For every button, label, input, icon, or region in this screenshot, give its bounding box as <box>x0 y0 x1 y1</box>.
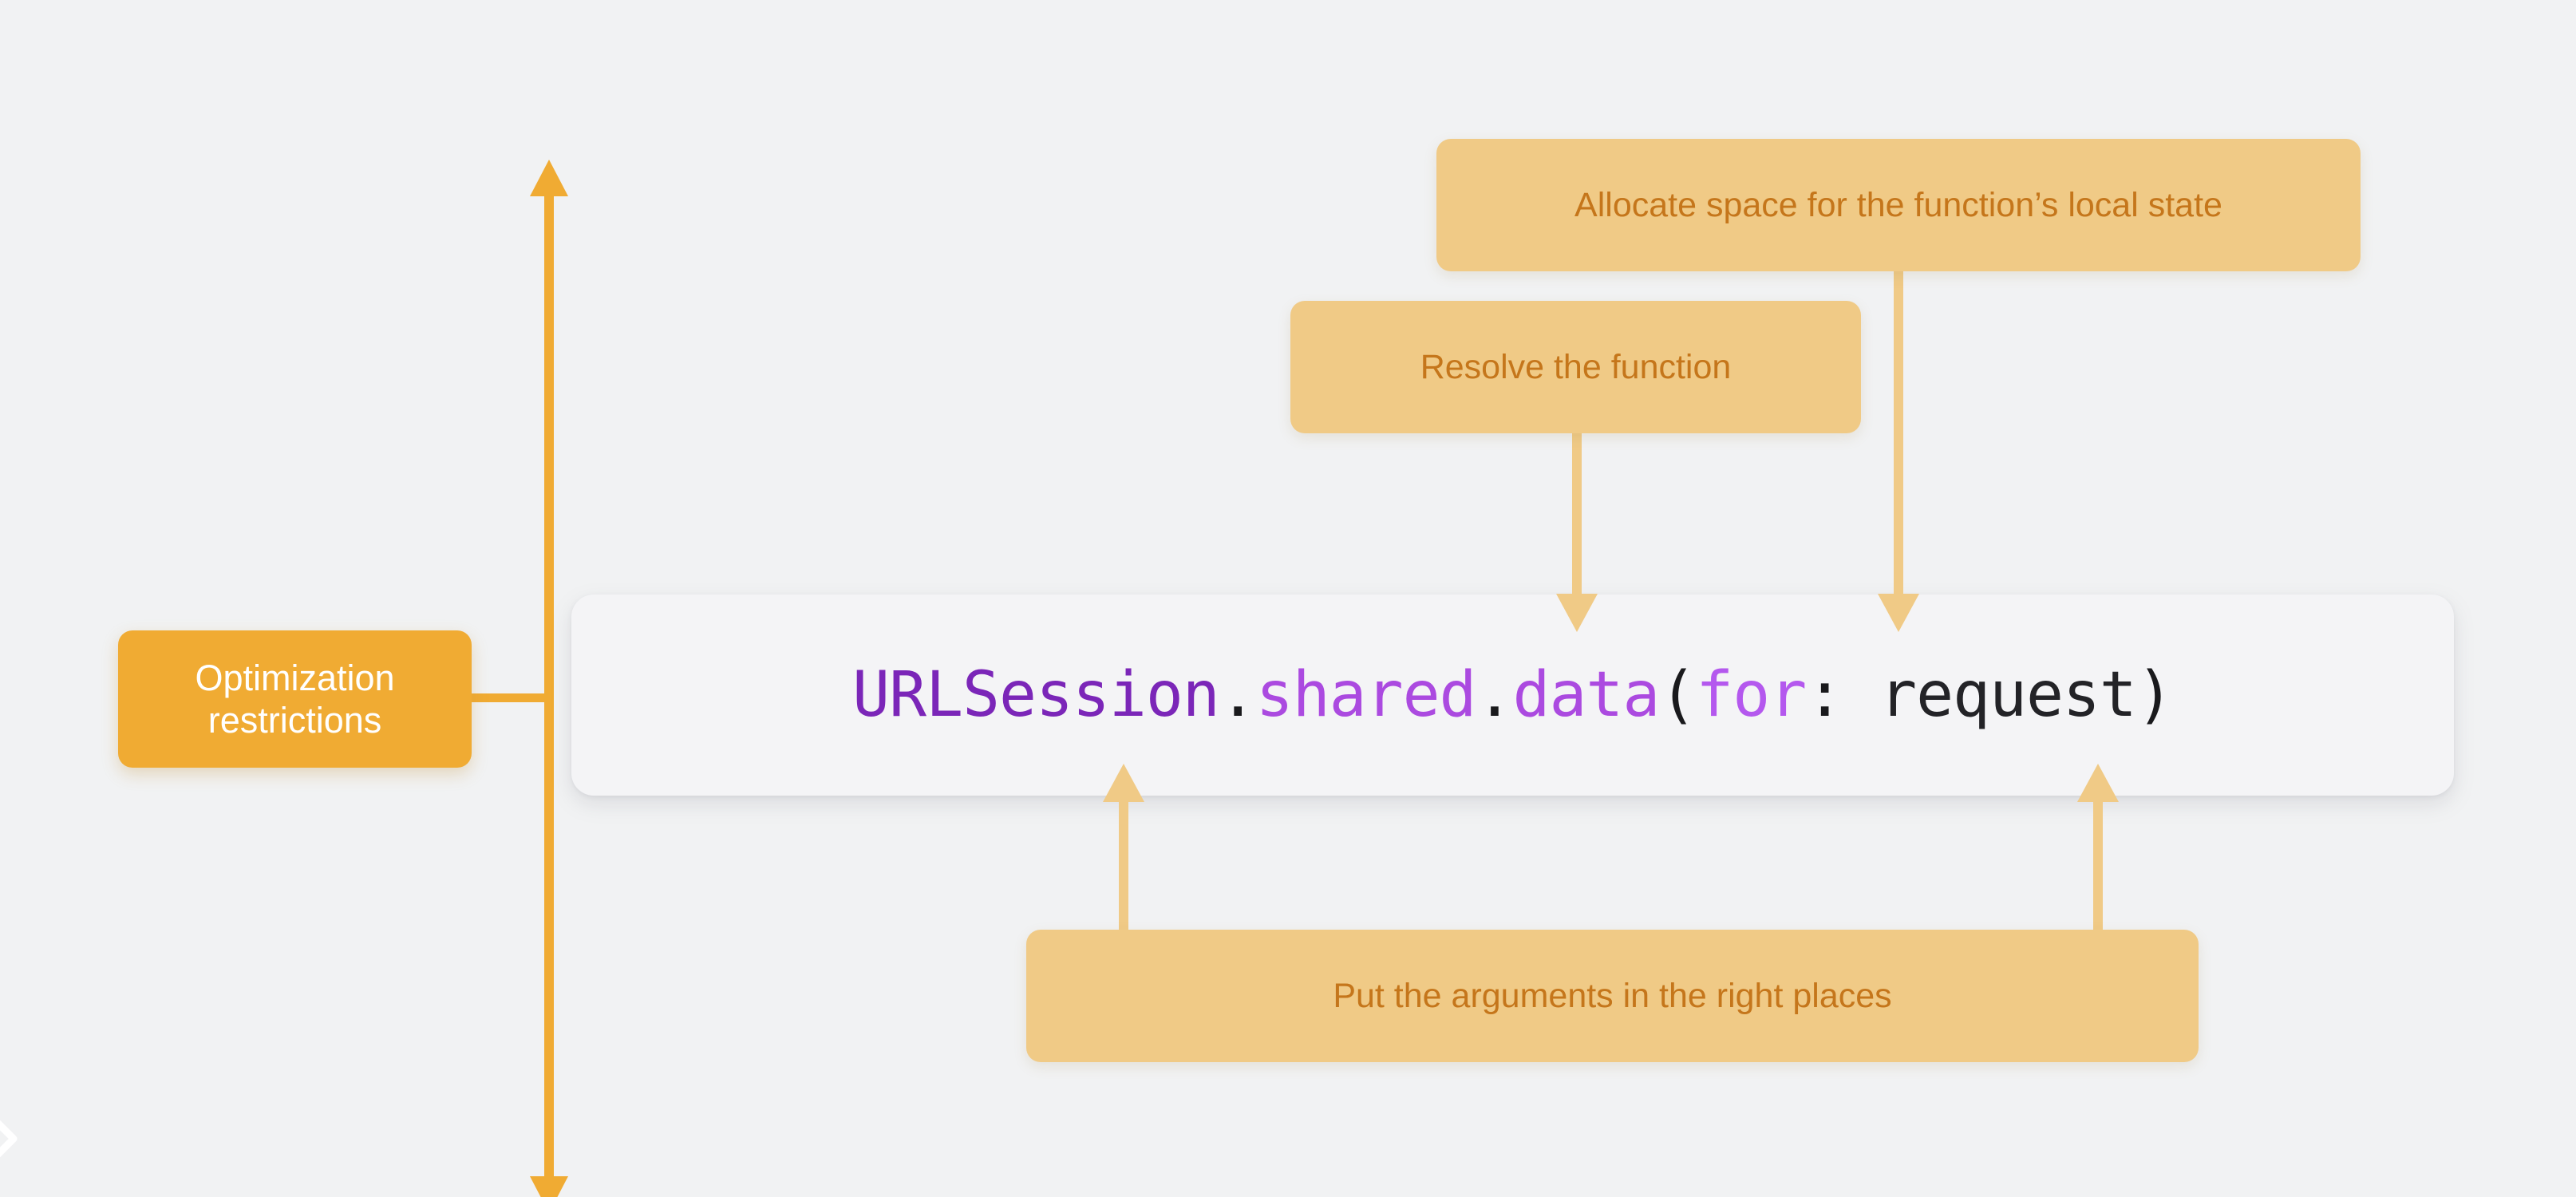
code-token-paren-close: ) <box>2135 659 2174 731</box>
callout-resolve-function[interactable]: Resolve the function <box>1290 301 1861 433</box>
badge-label-line1: Optimization <box>195 657 395 698</box>
badge-label: Optimization restrictions <box>195 657 394 741</box>
callout-allocate-space[interactable]: Allocate space for the function’s local … <box>1436 139 2361 271</box>
code-token-paren-open: ( <box>1659 659 1697 731</box>
badge-label-line2: restrictions <box>207 700 382 741</box>
callout-arguments-label: Put the arguments in the right places <box>1333 976 1892 1015</box>
callout-allocate-label: Allocate space for the function’s local … <box>1574 185 2222 224</box>
code-token-property: shared <box>1255 659 1477 731</box>
callout-resolve-label: Resolve the function <box>1420 347 1732 386</box>
code-token-type: URLSession <box>852 659 1220 731</box>
badge-optimization-restrictions[interactable]: Optimization restrictions <box>118 630 472 768</box>
code-token-dot-2: . <box>1476 659 1514 731</box>
arguments-right-connector-arrow <box>2077 764 2119 933</box>
code-line: URLSession.shared.data(for: request) <box>852 664 2174 726</box>
code-panel[interactable]: URLSession.shared.data(for: request) <box>571 595 2454 796</box>
optimization-scope-double-arrow <box>530 160 568 1197</box>
code-token-method: data <box>1512 659 1660 731</box>
code-token-identifier: request <box>1843 659 2137 731</box>
allocate-connector-arrow <box>1878 271 1919 632</box>
badge-connector-line <box>472 693 552 702</box>
resolve-connector-arrow <box>1556 433 1598 632</box>
code-token-colon: : <box>1806 659 1843 731</box>
sidebar-expand-handle[interactable] <box>0 1117 29 1160</box>
chevron-right-icon <box>0 1116 23 1161</box>
arguments-left-connector-arrow <box>1103 764 1144 933</box>
callout-put-arguments[interactable]: Put the arguments in the right places <box>1026 930 2199 1062</box>
code-token-arg-label: for <box>1696 659 1807 731</box>
code-token-dot-1: . <box>1219 659 1257 731</box>
